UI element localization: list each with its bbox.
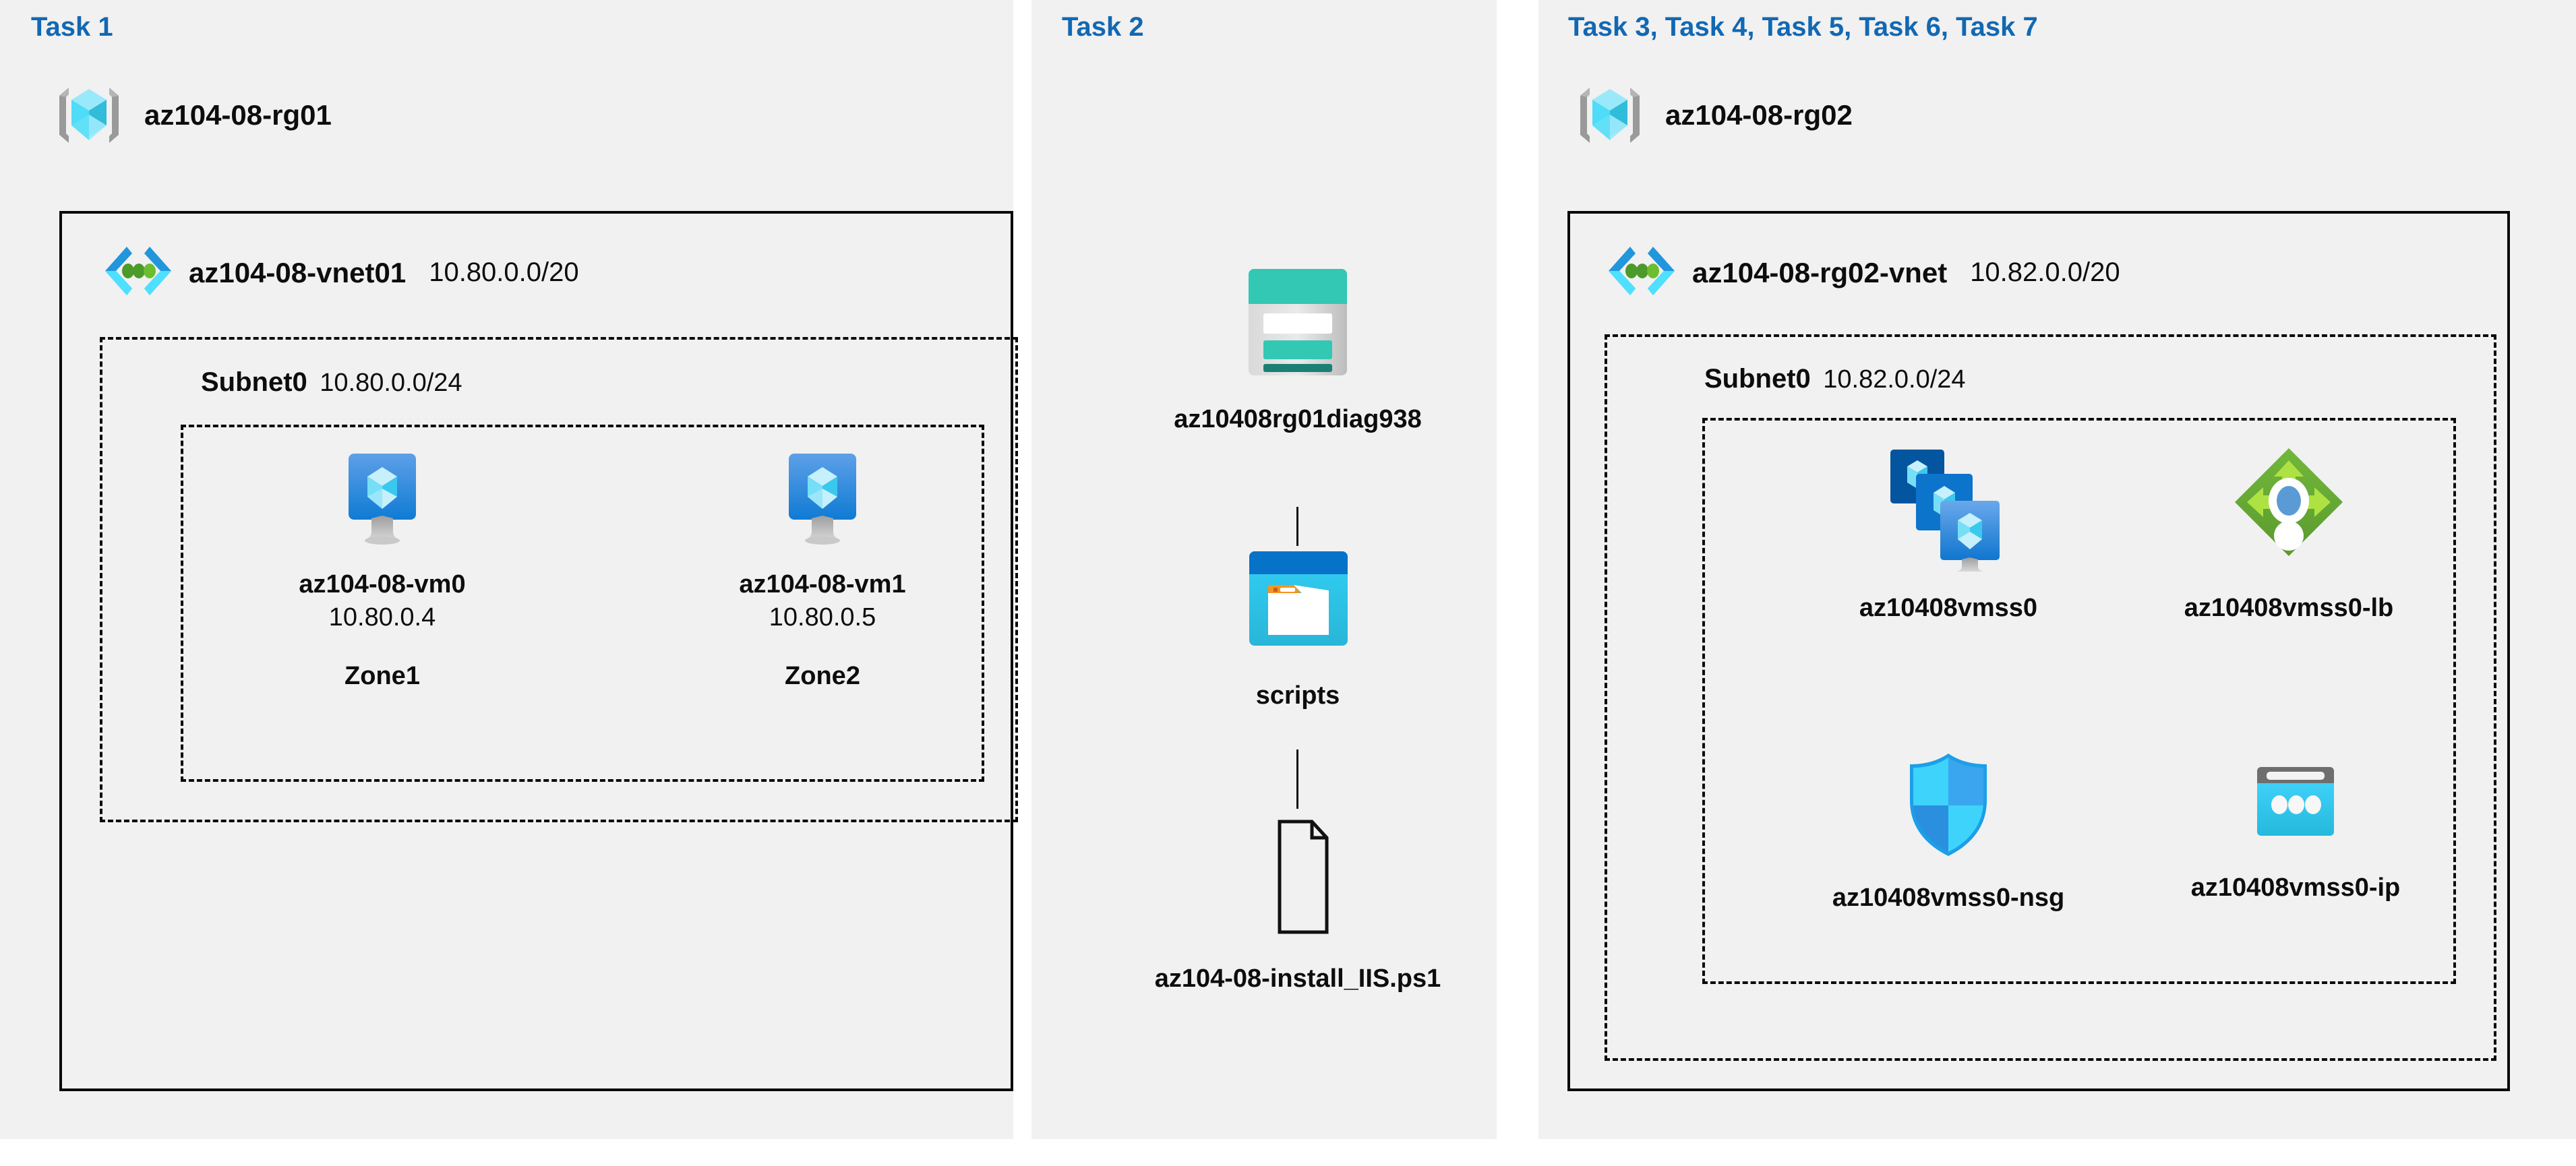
task1-vm0[interactable]: az104-08-vm0 10.80.0.4 Zone1 [268, 448, 497, 691]
task1-vnet-name: az104-08-vnet01 [189, 256, 407, 288]
task3to7-panel [1538, 0, 2576, 1139]
public-ip-address-icon [2244, 755, 2348, 856]
task3to7-public-ip[interactable]: az10408vmss0-ip [2154, 755, 2437, 902]
task3to7-vnet-box [1567, 211, 2510, 1091]
virtual-network-icon [1605, 237, 1679, 308]
task1-subnet-cidr: 10.80.0.0/24 [320, 369, 462, 397]
task1-panel [0, 0, 1013, 1139]
task3to7-vnet-cidr: 10.82.0.0/20 [1970, 257, 2120, 287]
task3to7-subnet-name: Subnet0 [1704, 364, 1811, 394]
resource-group-icon [1569, 80, 1650, 150]
task1-subnet-box [100, 337, 1018, 822]
container-to-file-connector [1296, 749, 1298, 809]
task1-vnet-box [59, 211, 1013, 1091]
task1-resource-group-name: az104-08-rg01 [144, 98, 332, 131]
task1-subnet-header: Subnet0 10.80.0.0/24 [201, 367, 462, 398]
vm-scale-set-icon [1881, 441, 2016, 576]
task3to7-load-balancer[interactable]: az10408vmss0-lb [2161, 441, 2417, 623]
task1-vnet-cidr: 10.80.0.0/20 [429, 257, 579, 287]
task1-availability-zones-box [181, 425, 984, 782]
task2-container-name: scripts [1255, 681, 1340, 710]
task3to7-load-balancer-name: az10408vmss0-lb [2184, 594, 2394, 622]
task1-vm1-name: az104-08-vm1 [739, 570, 906, 599]
task2-label: Task 2 [1062, 12, 1144, 42]
task1-label: Task 1 [31, 12, 113, 42]
task3to7-subnet-box [1605, 334, 2496, 1061]
task1-vm1-ip: 10.80.0.5 [769, 603, 876, 632]
task3to7-public-ip-name: az10408vmss0-ip [2190, 873, 2401, 902]
task3to7-vmss-name: az10408vmss0 [1859, 594, 2038, 622]
task3to7-nsg-name: az10408vmss0-nsg [1832, 884, 2065, 912]
storage-account-icon [1234, 259, 1362, 388]
task3to7-nsg[interactable]: az10408vmss0-nsg [1800, 748, 2097, 913]
virtual-machine-icon [335, 448, 429, 553]
virtual-network-icon [101, 237, 175, 308]
task1-vm1-zone: Zone2 [785, 662, 860, 690]
load-balancer-icon [2221, 441, 2356, 576]
task3to7-subnet-cidr: 10.82.0.0/24 [1823, 365, 1966, 394]
task1-vm1[interactable]: az104-08-vm1 10.80.0.5 Zone2 [708, 448, 937, 691]
task1-vm0-ip: 10.80.0.4 [328, 603, 436, 632]
task3to7-label: Task 3, Task 4, Task 5, Task 6, Task 7 [1568, 12, 2038, 42]
task1-vm0-zone: Zone1 [345, 662, 420, 690]
task3to7-vnet-header: az104-08-rg02-vnet 10.82.0.0/20 [1605, 237, 2120, 308]
script-file-icon [1254, 812, 1342, 947]
virtual-machine-icon [775, 448, 870, 553]
task1-subnet-name: Subnet0 [201, 367, 307, 397]
storage-to-container-connector [1296, 507, 1298, 546]
task1-vnet-header: az104-08-vnet01 10.80.0.0/20 [101, 237, 579, 308]
task3to7-vnet-name: az104-08-rg02-vnet [1692, 256, 1948, 288]
task2-container[interactable]: scripts [1183, 546, 1412, 710]
blob-container-icon [1236, 546, 1360, 664]
task3to7-subnet-header: Subnet0 10.82.0.0/24 [1704, 364, 1966, 394]
task3to7-vmss[interactable]: az10408vmss0 [1820, 441, 2076, 623]
task1-vm0-name: az104-08-vm0 [299, 570, 466, 599]
task2-script-file-name: az104-08-install_IIS.ps1 [1154, 964, 1441, 993]
task2-storage-account[interactable]: az10408rg01diag938 [1174, 259, 1422, 434]
task3to7-resource-group-name: az104-08-rg02 [1665, 98, 1853, 131]
task1-resource-group: az104-08-rg01 [49, 80, 332, 150]
task3to7-resource-group: az104-08-rg02 [1569, 80, 1853, 150]
task2-script-file[interactable]: az104-08-install_IIS.ps1 [1139, 812, 1456, 993]
network-security-group-icon [1898, 748, 1999, 866]
task3to7-resources-box [1702, 418, 2456, 984]
task2-storage-account-name: az10408rg01diag938 [1174, 405, 1422, 433]
resource-group-icon [49, 80, 129, 150]
